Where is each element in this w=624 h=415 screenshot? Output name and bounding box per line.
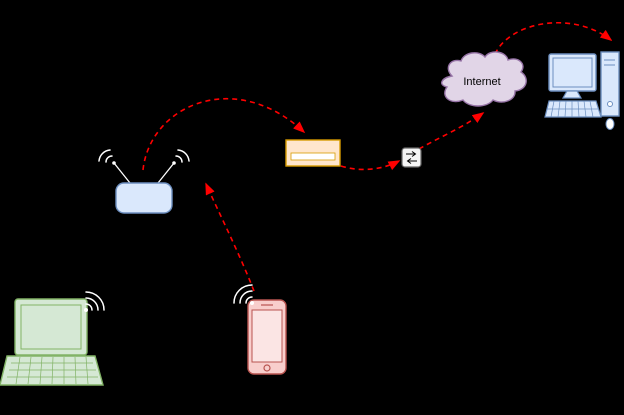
wifi-wave-medium <box>239 290 253 304</box>
wifi-origin-dot <box>250 301 254 305</box>
router-antenna-right <box>157 162 175 184</box>
tower-drive-slots <box>604 59 615 66</box>
computer-tower <box>600 51 620 117</box>
desktop-computer-icon <box>544 51 620 130</box>
switch-body <box>401 147 422 168</box>
monitor-stand <box>561 90 583 99</box>
router-wave-left-large <box>98 149 111 162</box>
router-body <box>115 182 173 214</box>
arrow-cloud-to-computer <box>494 21 613 55</box>
smartphone-screen <box>251 309 283 363</box>
switch-icon <box>401 147 422 168</box>
router-antenna-left <box>113 162 131 184</box>
mouse <box>605 118 615 130</box>
modem-front-panel <box>290 152 336 161</box>
tower-power-button <box>607 101 613 107</box>
smartphone-wifi-signal-icon <box>233 284 254 305</box>
wifi-wave-small <box>85 303 93 311</box>
router-wave-left-small <box>105 155 113 163</box>
wifi-wave-large <box>85 291 105 311</box>
arrow-modem-to-switch <box>340 160 401 171</box>
wireless-router-icon <box>98 149 190 214</box>
laptop-keyboard-keys <box>7 356 98 385</box>
cloud-label: Internet <box>463 76 500 88</box>
wifi-wave-small <box>245 296 253 304</box>
modem-icon <box>285 139 341 167</box>
antenna-tip-right <box>172 161 176 165</box>
laptop-icon <box>0 298 104 386</box>
laptop-screen-bezel <box>20 304 82 350</box>
cloud-shape <box>441 51 527 107</box>
router-wave-right-large <box>177 149 190 162</box>
arrow-phone-to-router <box>205 182 255 292</box>
smartphone-home-button <box>263 364 271 372</box>
arrow-router-to-modem <box>142 97 306 171</box>
connection-arrows <box>142 21 613 292</box>
wifi-wave-medium <box>85 297 99 311</box>
switch-arrow-right <box>406 151 417 157</box>
monitor-screen <box>552 57 593 88</box>
monitor <box>548 53 597 92</box>
laptop-wifi-signal-icon <box>84 291 105 312</box>
wifi-origin-dot <box>84 308 88 312</box>
arrow-switch-to-cloud <box>418 112 485 150</box>
internet-cloud: Internet <box>441 51 527 107</box>
smartphone-icon <box>247 299 287 375</box>
router-wave-right-small <box>175 155 183 163</box>
switch-arrow-left <box>406 158 417 164</box>
laptop-screen <box>14 298 88 356</box>
wifi-wave-large <box>233 284 253 304</box>
antenna-tip-left <box>112 161 116 165</box>
keyboard-keys <box>547 100 599 118</box>
